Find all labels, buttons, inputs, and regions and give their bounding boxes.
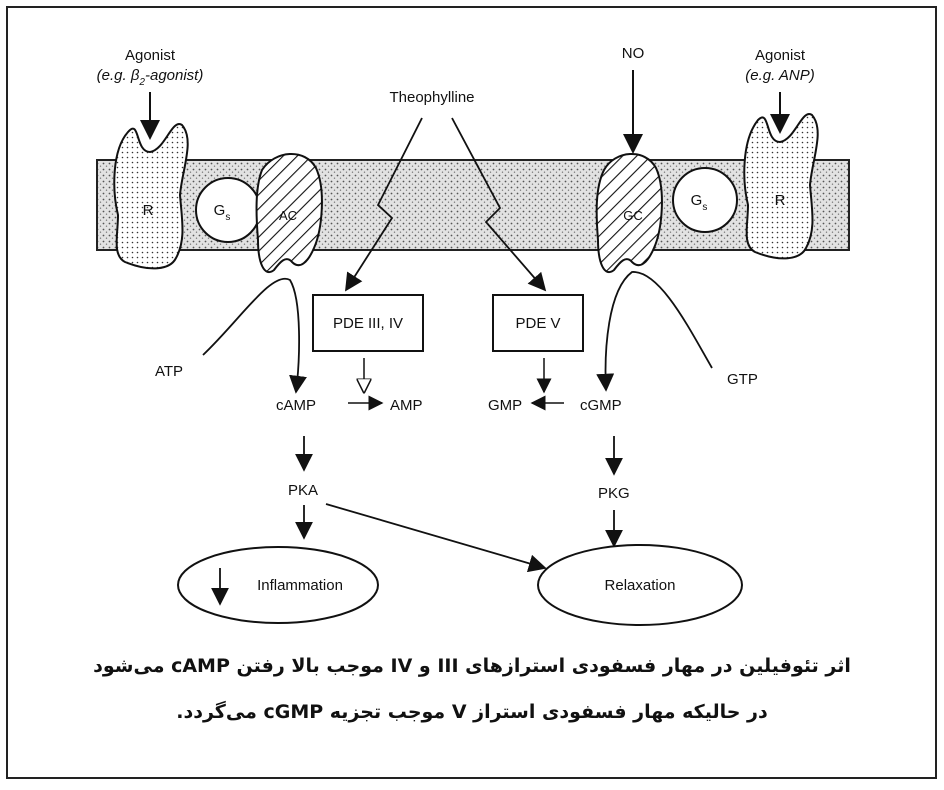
agonist-right-example: (e.g. ANP) — [745, 67, 814, 84]
amp-label: AMP — [390, 397, 423, 414]
theophylline-label: Theophylline — [389, 89, 474, 106]
no-label: NO — [622, 45, 645, 62]
agonist-right-title: Agonist — [755, 47, 806, 64]
arrow-atp-camp — [203, 279, 299, 392]
inflammation-label: Inflammation — [257, 577, 343, 594]
ac-label: AC — [279, 208, 297, 223]
receptor-left-label: R — [143, 202, 154, 219]
receptor-right-label: R — [775, 192, 786, 209]
gc-label: GC — [623, 208, 643, 223]
receptor-left — [114, 124, 187, 268]
camp-label: cAMP — [276, 397, 316, 414]
pka-label: PKA — [288, 482, 318, 499]
pkg-label: PKG — [598, 485, 630, 502]
atp-label: ATP — [155, 363, 183, 380]
receptor-right — [744, 114, 817, 258]
pde-3-4-label: PDE III, IV — [333, 315, 403, 332]
gs-protein-left — [196, 178, 260, 242]
agonist-left-title: Agonist — [125, 47, 176, 64]
relaxation-label: Relaxation — [605, 577, 676, 594]
gmp-label: GMP — [488, 397, 522, 414]
gtp-label: GTP — [727, 371, 758, 388]
agonist-left-example: (e.g. β2-agonist) — [97, 67, 204, 88]
arrow-pka-relaxation — [326, 504, 545, 568]
caption-line-1: اثر تئوفیلین در مهار فسفودی استرازهای II… — [93, 655, 851, 677]
arrow-gtp-cgmp — [606, 272, 712, 390]
gs-protein-right — [673, 168, 737, 232]
caption-line-2: در حالیکه مهار فسفودی استراز V موجب تجزی… — [176, 700, 768, 723]
pde-5-label: PDE V — [515, 315, 560, 332]
cgmp-label: cGMP — [580, 397, 622, 414]
